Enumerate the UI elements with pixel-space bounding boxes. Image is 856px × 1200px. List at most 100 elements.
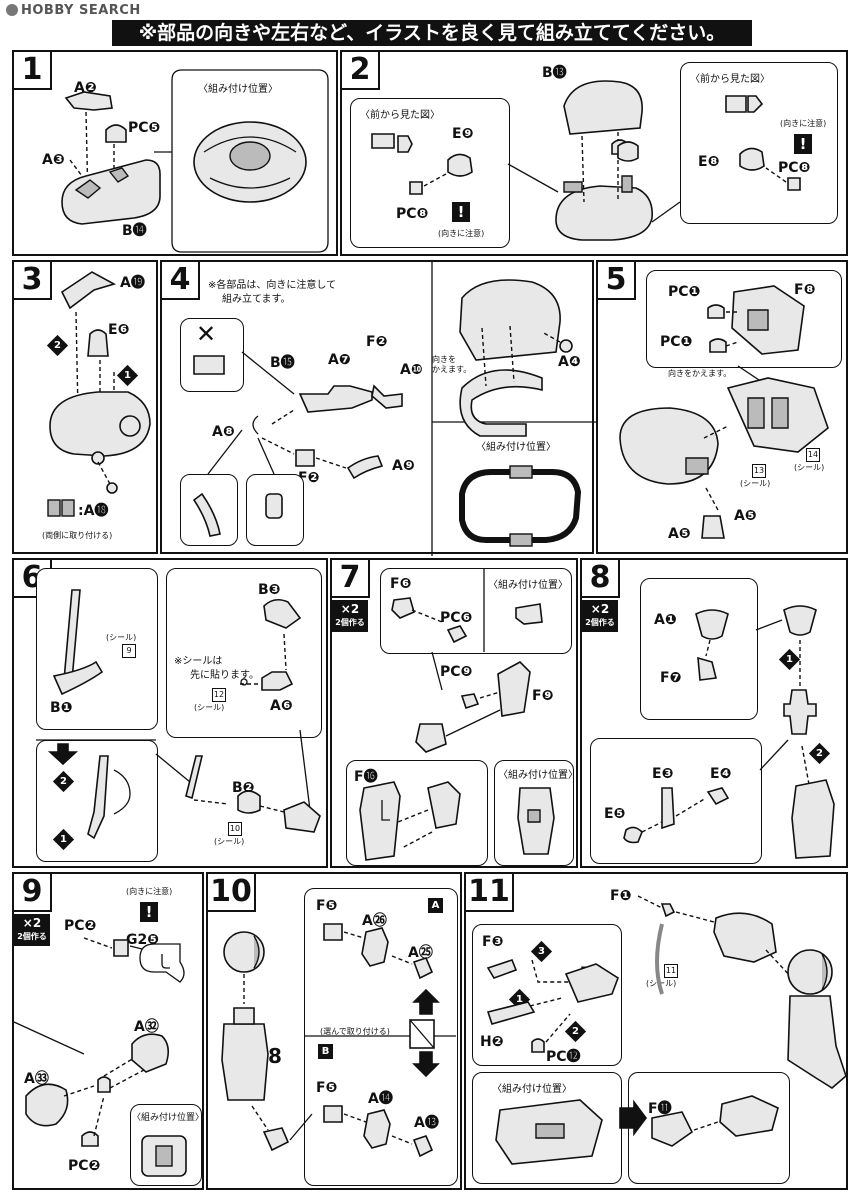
detail-box [590, 738, 762, 864]
part-label: B⓭ [542, 65, 567, 81]
part-label: B❶ [50, 700, 73, 716]
orientation-note: (向きに注意) [780, 119, 827, 128]
part-label: PC❾ [440, 664, 473, 680]
part-label: A❺ [734, 508, 757, 524]
step-6-illustration [36, 589, 321, 840]
x2-count: ×2 [590, 602, 610, 616]
part-label: A㉖ [362, 913, 387, 929]
part-label: A❹ [558, 354, 581, 370]
seal-note-line2: 先に貼ります。 [190, 670, 259, 681]
part-label: F❸ [482, 934, 504, 950]
part-label: F❺ [316, 1080, 338, 1096]
orientation-note: (向きに注意) [126, 887, 173, 896]
part-label: E❽ [698, 154, 720, 170]
part-reference: 8 [268, 1044, 282, 1068]
step-9-illustration [13, 937, 187, 1177]
step-4-panel: 4 ※各部品は、向きに注意して 組み立てます。 ✕ B⓯ A❼ F❷ A❿ A❽… [160, 260, 596, 556]
part-label: PC❶ [668, 284, 701, 300]
assembly-position-label: 〈組み付け位置〉 [498, 770, 578, 781]
part-label: A❻ [270, 698, 293, 714]
step-2-illustration [371, 80, 801, 241]
step-number: 7 [332, 560, 370, 598]
part-label: F❽ [794, 282, 816, 298]
step-5-panel: 5 PC❶ F❽ PC❶ 向きをかえます。 13 (シール) 14 (シール) … [596, 260, 848, 554]
warning-icon: ! [140, 902, 158, 922]
front-view-label: 〈前から見た図〉 [690, 74, 770, 85]
part-label: PC❺ [128, 120, 161, 136]
part-label: A❼ [328, 352, 351, 368]
option-a-badge: A [428, 898, 443, 913]
part-label: F❷ [366, 334, 388, 350]
part-label: PC❽ [396, 206, 429, 222]
assembly-position-label: 〈組み付け位置〉 [492, 1084, 572, 1095]
step-3-panel: 3 A⓳ E❻ 2 1 :A⓲ (両側に取り付ける) [12, 260, 158, 554]
part-label: A㉜ [134, 1019, 159, 1035]
part-label: B⓮ [122, 223, 147, 239]
logo-icon [6, 4, 18, 16]
turn-around-note-line2: かえます。 [432, 365, 472, 374]
part-label: A㉝ [24, 1071, 49, 1087]
step-11-panel: 11 F❶ 11 (シール) F❸ 3 F⓬ 1 2 H❷ PC⓬ 〈組み付け位… [464, 872, 848, 1190]
site-logo: HOBBY SEARCH [6, 3, 141, 18]
part-label: PC❶ [660, 334, 693, 350]
orientation-note-line2: 組み立てます。 [222, 294, 291, 305]
part-label: F❻ [390, 576, 412, 592]
part-label: A⓮ [368, 1091, 393, 1107]
x2-count: ×2 [340, 602, 360, 616]
step-6-panel: 6 9 (シール) B❶ B❸ ※シールは 先に貼ります。 12 (シール) A… [12, 558, 328, 868]
seal-label: (シール) [106, 633, 137, 642]
part-label: E❸ [652, 766, 674, 782]
part-label: F❶ [610, 888, 632, 904]
part-label: :A⓲ [78, 503, 109, 519]
part-label: A⓭ [414, 1115, 439, 1131]
step-10-panel: 10 A F❺ A㉖ A㉕ (選んで取り付ける) B F❺ A⓮ A⓭ 8 [206, 872, 462, 1190]
part-label: A㉕ [408, 945, 433, 961]
seal-number: 9 [122, 644, 136, 658]
seal-label: (シール) [214, 837, 245, 846]
front-view-label: 〈前から見た図〉 [360, 110, 440, 121]
step-10-illustration [221, 923, 456, 1158]
step-number: 8 [582, 560, 620, 598]
wrong-example-box [180, 318, 244, 392]
assembly-position-label: 〈組み付け位置〉 [198, 84, 278, 95]
part-label: F⓫ [648, 1101, 672, 1117]
part-label: PC❷ [64, 918, 97, 934]
warning-icon: ! [452, 202, 470, 222]
part-label: B❸ [258, 582, 281, 598]
part-label: A❾ [392, 458, 415, 474]
part-label: PC⓬ [546, 1049, 581, 1065]
step-8-illustration [623, 605, 835, 859]
step-number: 1 [14, 52, 52, 90]
make-two-label: 2個作る [585, 618, 615, 627]
assembly-position-label: 〈組み付け位置〉 [488, 580, 568, 591]
seal-number: 13 [752, 464, 766, 478]
step-number: 4 [162, 262, 200, 300]
step-number: 5 [598, 262, 636, 300]
part-label: A❸ [42, 152, 65, 168]
step-2-panel: 2 〈前から見た図〉 E❾ PC❽ ! (向きに注意) B⓭ 〈前から見た図〉 … [340, 50, 848, 256]
step-1-panel: 1 A❷ PC❺ A❸ B⓮ 〈組み付け位置〉 [12, 50, 338, 256]
step-3-illustration [47, 271, 151, 517]
part-label: PC❻ [440, 610, 473, 626]
step-5-illustration [619, 285, 829, 539]
warning-icon: ! [794, 134, 812, 154]
seal-label: (シール) [194, 703, 225, 712]
part-label: H❷ [480, 1034, 504, 1050]
part-label: PC❷ [68, 1158, 101, 1174]
instruction-banner: ※部品の向きや左右など、イラストを良く見て組み立ててください。 [112, 20, 752, 46]
part-label: E❾ [452, 126, 474, 142]
part-label: F❾ [532, 688, 554, 704]
step-11-illustration [486, 895, 847, 1165]
step-7-illustration [359, 568, 555, 861]
part-label: F❺ [316, 898, 338, 914]
make-two-label: 2個作る [17, 932, 47, 941]
seal-number: 11 [664, 964, 678, 978]
turn-around-note-line1: 向きを [432, 355, 456, 364]
assembly-position-label: 〈組み付け位置〉 [476, 442, 556, 453]
front-view-box [350, 98, 510, 248]
part-label: F⓰ [354, 769, 378, 785]
step-number: 10 [208, 874, 256, 912]
